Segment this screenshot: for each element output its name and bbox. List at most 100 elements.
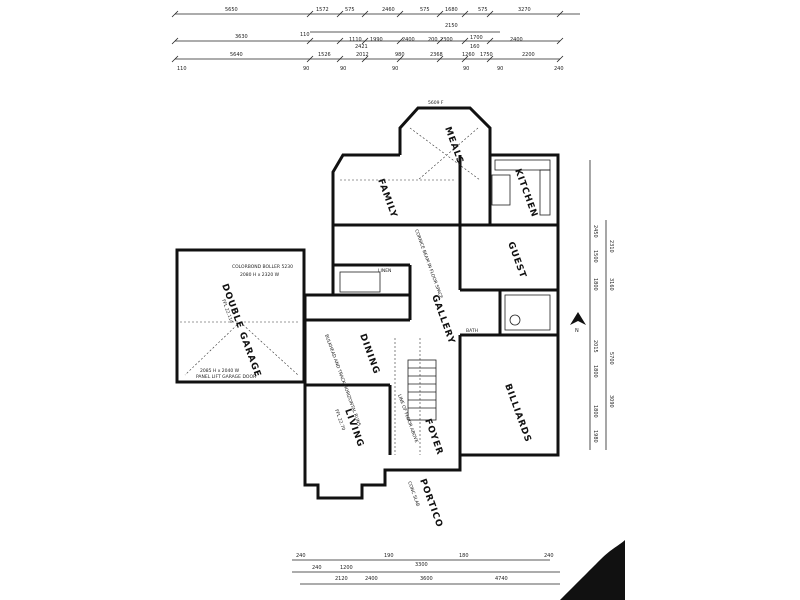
right-dim-10: 1800 bbox=[592, 405, 598, 418]
house-outer-walls bbox=[175, 106, 560, 500]
bottom-dim-r3-1: 2120 bbox=[335, 576, 348, 582]
garage-note-2: 2080 H x 2320 W bbox=[240, 272, 280, 278]
dimension-tick bbox=[461, 10, 469, 18]
dimension-tick bbox=[396, 37, 404, 45]
kitchen-label: KITCHEN bbox=[512, 168, 539, 220]
top-mark-6: 90 bbox=[497, 66, 503, 72]
dimension-tick bbox=[461, 55, 469, 63]
bottom-dim-5: 240 bbox=[544, 553, 554, 559]
right-dim-6: 2015 bbox=[592, 340, 598, 353]
right-dim-4: 1800 bbox=[592, 278, 598, 291]
top-dim-r2b-2: 2421 bbox=[355, 44, 368, 50]
right-dim-3: 2310 bbox=[608, 240, 614, 253]
top-mark-7: 240 bbox=[554, 66, 564, 72]
north-arrow-icon bbox=[570, 312, 586, 325]
portico-label: PORTICO bbox=[417, 478, 444, 530]
staircase bbox=[407, 359, 437, 421]
dimension-tick bbox=[306, 10, 314, 18]
dimension-tick bbox=[396, 55, 404, 63]
bottom-dimension-lines bbox=[292, 559, 560, 585]
dimension-tick bbox=[556, 10, 564, 18]
garage-label: DOUBLE GARAGE bbox=[219, 283, 262, 380]
garage-note-4: 2085 H x 2040 W bbox=[200, 368, 240, 374]
bottom-dim-r2-4: 4740 bbox=[495, 576, 508, 582]
top-dim-r2b-3: 160 bbox=[470, 44, 480, 50]
bath-label: BATH bbox=[466, 328, 478, 334]
right-dim-11: 1980 bbox=[592, 430, 598, 443]
family-label: FAMILY bbox=[375, 178, 399, 220]
dimension-tick bbox=[486, 55, 494, 63]
bottom-dim-2: 190 bbox=[384, 553, 394, 559]
top-dimension-lines bbox=[175, 13, 580, 60]
meals-dim-label: 5609 F bbox=[428, 100, 444, 106]
bathroom-fixtures bbox=[339, 271, 551, 331]
top-dim-r2-7: 2300 bbox=[440, 37, 453, 43]
top-dim-5: 575 bbox=[420, 7, 430, 13]
top-dim-r2-6: 200 bbox=[428, 37, 438, 43]
top-dim-7: 575 bbox=[478, 7, 488, 13]
top-dim-r3-6: 1260 bbox=[462, 52, 475, 58]
top-dim-6: 1680 bbox=[445, 7, 458, 13]
top-dim-r3-5: 2368 bbox=[430, 52, 443, 58]
top-dim-2: 1572 bbox=[316, 7, 329, 13]
dining-label: DINING bbox=[357, 333, 381, 376]
top-mark-2: 90 bbox=[303, 66, 309, 72]
top-dim-3: 575 bbox=[345, 7, 355, 13]
linen-label: LINEN bbox=[378, 268, 391, 274]
right-dimension-lines bbox=[589, 160, 607, 450]
dashed-overhead-lines bbox=[180, 127, 481, 455]
right-dim-5: 3160 bbox=[608, 278, 614, 291]
right-dim-8: 1800 bbox=[592, 365, 598, 378]
dimension-tick bbox=[556, 55, 564, 63]
top-dim-r3-4: 980 bbox=[395, 52, 405, 58]
billiards-label: BILLIARDS bbox=[502, 383, 533, 445]
right-dim-1: 2450 bbox=[592, 225, 598, 238]
top-dim-r2-4: 1990 bbox=[370, 37, 383, 43]
right-dim-9: 3090 bbox=[608, 395, 614, 408]
gallery-label: GALLERY bbox=[429, 294, 456, 346]
top-dimension-ticks bbox=[171, 10, 564, 63]
dimension-tick bbox=[361, 10, 369, 18]
dimension-tick bbox=[396, 10, 404, 18]
top-dim-r2-9: 2400 bbox=[510, 37, 523, 43]
garage-note-5: PANEL LIFT GARAGE DOOR bbox=[196, 374, 256, 380]
north-label: N bbox=[575, 328, 579, 334]
dimension-tick bbox=[171, 55, 179, 63]
dimension-tick bbox=[336, 55, 344, 63]
bottom-dim-r2-2: 1200 bbox=[340, 565, 353, 571]
top-mark-4: 90 bbox=[392, 66, 398, 72]
dimension-tick bbox=[436, 55, 444, 63]
dimension-tick bbox=[486, 10, 494, 18]
dimension-tick bbox=[556, 37, 564, 45]
top-dim-r3-3: 2012 bbox=[356, 52, 369, 58]
bottom-dim-3: 3300 bbox=[415, 562, 428, 568]
top-dim-r2-5: 2400 bbox=[402, 37, 415, 43]
top-dim-8: 3270 bbox=[518, 7, 531, 13]
top-dim-r3-2: 1526 bbox=[318, 52, 331, 58]
dimension-tick bbox=[171, 10, 179, 18]
dimension-tick bbox=[171, 37, 179, 45]
top-dim-r3-7: 1750 bbox=[480, 52, 493, 58]
foyer-label: FOYER bbox=[422, 418, 444, 457]
right-dim-7: 5700 bbox=[608, 352, 614, 365]
dimension-tick bbox=[361, 37, 369, 45]
top-dim-r2-1: 3630 bbox=[235, 34, 248, 40]
dimension-tick bbox=[306, 37, 314, 45]
dimension-tick bbox=[436, 37, 444, 45]
top-dim-r2-2: 110 bbox=[300, 32, 310, 38]
bottom-dim-r2-1: 240 bbox=[312, 565, 322, 571]
top-dim-r2b-1: 2150 bbox=[445, 23, 458, 29]
top-mark-3: 90 bbox=[340, 66, 346, 72]
bottom-dim-1: 240 bbox=[296, 553, 306, 559]
right-dim-2: 1500 bbox=[592, 250, 598, 263]
guest-label: GUEST bbox=[505, 241, 528, 281]
top-dim-r3-8: 2200 bbox=[522, 52, 535, 58]
bulkhead-annotation: BULKHEAD AND TRACK HORIZONTAL RUNS bbox=[323, 334, 362, 427]
top-dim-r3-1: 5640 bbox=[230, 52, 243, 58]
cornice-annotation: CORNICE BEAM IN FLOOR SPACE bbox=[413, 229, 444, 300]
dimension-tick bbox=[336, 10, 344, 18]
dimension-tick bbox=[336, 37, 344, 45]
dimension-tick bbox=[361, 55, 369, 63]
top-dim-r2-3: 1110 bbox=[349, 37, 362, 43]
